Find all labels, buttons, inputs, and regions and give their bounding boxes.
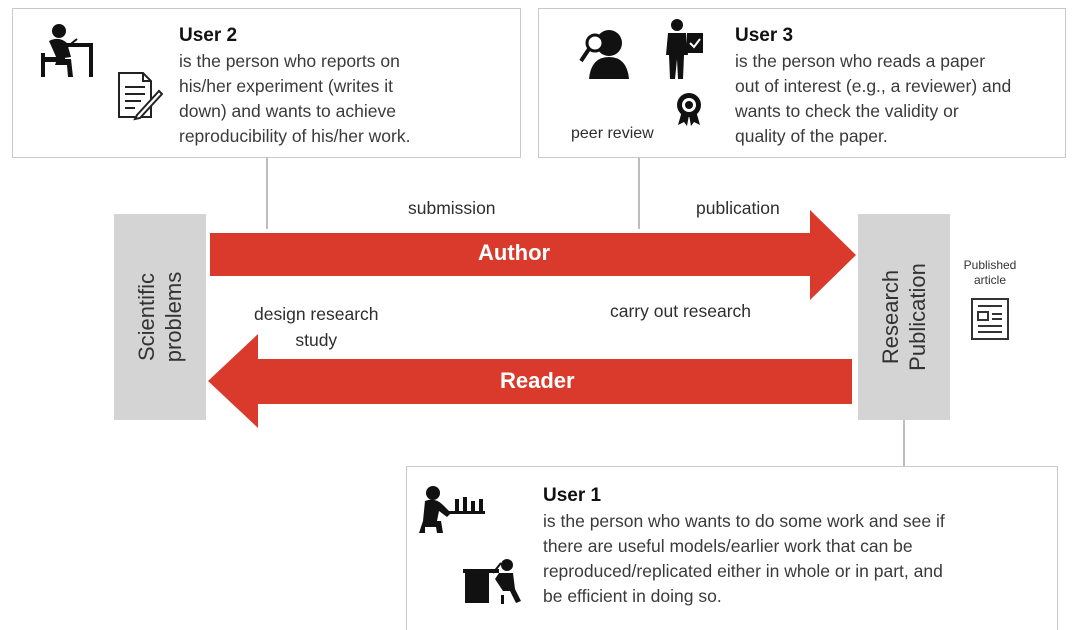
research-publication-block: Research Publication xyxy=(858,214,950,420)
article-icon xyxy=(971,298,1009,340)
award-badge-icon xyxy=(677,93,701,126)
scientific-problems-block: Scientific problems xyxy=(114,214,206,420)
user1-description: is the person who wants to do some work … xyxy=(543,511,945,606)
user2-title: User 2 xyxy=(179,25,238,46)
person-clipboard-icon xyxy=(666,19,703,79)
scientific-problems-text: Scientific problems xyxy=(133,271,186,363)
person-writing-icon xyxy=(41,24,93,77)
user1-title: User 1 xyxy=(543,485,602,506)
lab-worker-icon xyxy=(419,486,485,533)
design-research-label: design research study xyxy=(254,304,379,350)
publication-label: publication xyxy=(696,198,780,218)
carry-out-research-label: carry out research xyxy=(610,301,752,321)
user3-box: peer review User 3 is the person who rea… xyxy=(538,8,1066,158)
user2-connector xyxy=(266,157,268,229)
published-article-label: Published article xyxy=(963,258,1017,287)
user2-box: User 2 is the person who reports on his/… xyxy=(12,8,521,158)
user1-connector xyxy=(903,420,905,468)
author-label: Author xyxy=(478,240,551,265)
user3-connector xyxy=(638,157,640,229)
peer-review-label: peer review xyxy=(571,125,654,142)
user3-title: User 3 xyxy=(735,25,794,46)
submission-label: submission xyxy=(408,198,496,218)
document-pen-icon xyxy=(118,72,163,121)
reviewer-magnifier-icon xyxy=(579,30,629,79)
user2-description: is the person who reports on his/her exp… xyxy=(179,51,411,146)
user3-description: is the person who reads a paper out of i… xyxy=(735,51,1012,146)
desk-worker-icon xyxy=(463,559,521,604)
user1-box: User 1 is the person who wants to do som… xyxy=(406,466,1058,630)
reader-label: Reader xyxy=(500,368,575,393)
research-publication-text: Research Publication xyxy=(878,263,931,371)
